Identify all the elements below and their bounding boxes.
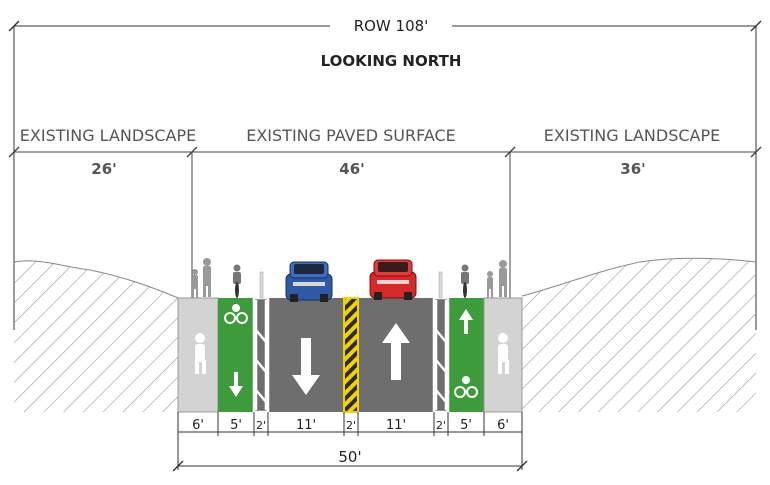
segment-dimensions: 6' 5' 2' 11' 2' 11' 2' 5' 6' 50' [172,412,528,472]
total-width-label: 50' [338,448,361,466]
left-landscape [14,260,178,412]
pedestrians-right [487,260,507,298]
median-hatch [344,298,358,412]
zone-left-name: EXISTING LANDSCAPE [20,126,196,145]
cyclist-right [461,264,469,298]
cyclist-left [233,264,241,298]
pedestrians-left [192,258,211,298]
zone-right-width: 36' [620,160,645,178]
zone-center-width: 46' [339,160,364,178]
dim-bike-left: 5' [230,418,242,433]
dim-bike-right: 5' [460,418,472,433]
zone-right-name: EXISTING LANDSCAPE [544,126,720,145]
zone-center-name: EXISTING PAVED SURFACE [246,126,456,145]
bike-symbol-left-icon [224,304,248,324]
arrow-down-icon [292,338,320,395]
pedestrian-right-icon [498,333,509,374]
dim-lane-south: 11' [296,418,316,433]
dim-buffer-right: 2' [436,419,446,432]
dim-lane-north: 11' [386,418,406,433]
bike-symbol-right-icon [454,376,478,398]
blue-car [285,261,333,302]
buffer-stripes [252,296,450,414]
arrow-down-bike-icon [229,372,243,397]
looking-north-label: LOOKING NORTH [321,52,462,70]
dim-sidewalk-right: 6' [497,418,509,433]
right-landscape [522,258,756,412]
zone-left-width: 26' [91,160,116,178]
arrow-up-icon [382,323,410,380]
street-section [177,271,523,414]
red-car [369,259,417,300]
pedestrian-left-icon [195,333,206,374]
dim-buffer-left: 2' [256,419,266,432]
row-label: ROW 108' [354,17,429,35]
dim-median: 2' [346,419,356,432]
arrow-up-bike-icon [459,309,473,334]
row-dimension: ROW 108' [8,17,762,330]
zone-labels: EXISTING LANDSCAPE EXISTING PAVED SURFAC… [8,126,762,300]
dim-sidewalk-left: 6' [192,418,204,433]
